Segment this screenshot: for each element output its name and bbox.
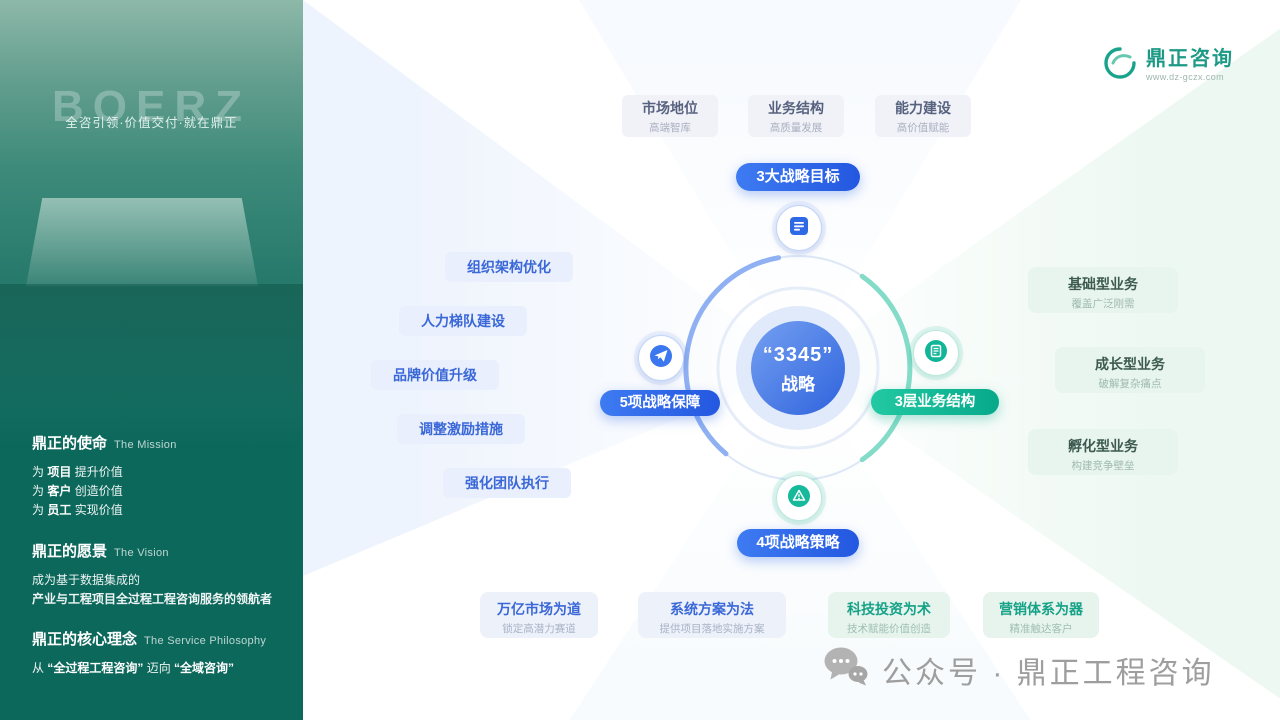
mission-items: 为 项目 提升价值 为 客户 创造价值 为 员工 实现价值 <box>32 463 280 520</box>
vision-title: 鼎正的愿景 The Vision <box>32 540 280 561</box>
strategy-subtitle: 锁定高潜力赛道 <box>502 623 576 635</box>
watermark-text: 公众号 · 鼎正工程咨询 <box>882 656 1215 690</box>
goal-subtitle: 高端智库 <box>649 121 691 134</box>
dam-wall-shape <box>26 198 258 286</box>
goal-subtitle: 高质量发展 <box>769 121 823 134</box>
wechat-icon <box>822 646 868 693</box>
goal-box-3: 能力建设 高价值赋能 <box>875 95 971 137</box>
dam-water-shape <box>0 284 303 414</box>
center-line1: “3345” <box>762 344 834 366</box>
strategy-title: 营销体系为器 <box>999 601 1083 617</box>
mission-item: 为 客户 创造价值 <box>32 484 123 498</box>
strategy-box-2: 系统方案为法 提供项目落地实施方案 <box>638 592 786 638</box>
brand-logo: 鼎正咨询 www.dz-gczx.com <box>1103 46 1234 85</box>
business-subtitle: 破解复杂痛点 <box>1098 378 1162 390</box>
vision-section: 鼎正的愿景 The Vision 成为基于数据集成的 产业与工程项目全过程工程咨询… <box>32 540 280 609</box>
philosophy-section: 鼎正的核心理念 The Service Philosophy 从 “全过程工程咨询… <box>32 628 280 678</box>
pill-strategic-tactics: 4项战略策略 <box>737 529 859 557</box>
mission-title-cn: 鼎正的使命 <box>32 435 108 452</box>
business-title: 孵化型业务 <box>1068 438 1138 454</box>
vision-body: 成为基于数据集成的 产业与工程项目全过程工程咨询服务的领航者 <box>32 571 280 609</box>
safeguard-box-4: 调整激励措施 <box>397 414 525 444</box>
goal-box-1: 市场地位 高端智库 <box>622 95 718 137</box>
mission-section: 鼎正的使命 The Mission 为 项目 提升价值 为 客户 创造价值 为 员… <box>32 432 280 520</box>
goal-title: 市场地位 <box>642 99 698 116</box>
pill-strategic-goals: 3大战略目标 <box>736 163 860 191</box>
philosophy-title-en: The Service Philosophy <box>144 635 267 647</box>
report-icon <box>787 214 811 243</box>
sidebar-tagline: 全咨引领·价值交付·就在鼎正 <box>65 116 238 130</box>
pill-business-structure: 3层业务结构 <box>871 389 999 415</box>
goal-title: 业务结构 <box>768 99 824 116</box>
watermark: 公众号 · 鼎正工程咨询 <box>822 646 1215 693</box>
mission-title-en: The Mission <box>114 439 177 451</box>
strategy-box-1: 万亿市场为道 锁定高潜力赛道 <box>480 592 598 638</box>
pill-strategic-safeguards: 5项战略保障 <box>600 390 720 416</box>
vision-title-cn: 鼎正的愿景 <box>32 543 108 560</box>
business-node <box>913 330 959 376</box>
strategy-subtitle: 技术赋能价值创造 <box>847 623 931 635</box>
philosophy-title-cn: 鼎正的核心理念 <box>32 631 138 648</box>
swirl-logo-icon <box>1103 46 1137 85</box>
tactics-node <box>776 475 822 521</box>
goal-box-2: 业务结构 高质量发展 <box>748 95 844 137</box>
goal-subtitle: 高价值赋能 <box>896 121 950 134</box>
sidebar-logo: BOERZ 全咨引领·价值交付·就在鼎正 <box>0 82 303 132</box>
safeguard-box-3: 品牌价值升级 <box>371 360 499 390</box>
safeguard-box-1: 组织架构优化 <box>445 252 573 282</box>
strategy-box-3: 科技投资为术 技术赋能价值创造 <box>828 592 950 638</box>
brand-name: 鼎正咨询 <box>1146 48 1234 71</box>
philosophy-title: 鼎正的核心理念 The Service Philosophy <box>32 628 280 649</box>
vision-line2: 产业与工程项目全过程工程咨询服务的领航者 <box>32 592 273 606</box>
brand-website: www.dz-gczx.com <box>1146 72 1225 83</box>
vision-title-en: The Vision <box>114 547 169 559</box>
business-box-2: 成长型业务 破解复杂痛点 <box>1055 347 1205 393</box>
clipboard-icon <box>923 338 949 369</box>
strategy-subtitle: 精准触达客户 <box>1009 623 1073 635</box>
center-line2: 战略 <box>781 375 815 394</box>
business-box-3: 孵化型业务 构建竞争壁垒 <box>1028 429 1178 475</box>
business-box-1: 基础型业务 覆盖广泛刚需 <box>1028 267 1178 313</box>
send-icon <box>648 343 674 374</box>
business-subtitle: 覆盖广泛刚需 <box>1071 298 1135 310</box>
sidebar: BOERZ 全咨引领·价值交付·就在鼎正 鼎正的使命 The Mission 为 … <box>0 0 303 720</box>
dam-photo <box>0 0 303 445</box>
safeguard-box-5: 强化团队执行 <box>443 468 571 498</box>
sidebar-logo-letters: BOERZ <box>52 82 251 131</box>
mission-title: 鼎正的使命 The Mission <box>32 432 280 453</box>
philosophy-body: 从 “全过程工程咨询” 迈向 “全域咨询” <box>32 661 235 675</box>
safeguard-box-2: 人力梯队建设 <box>399 306 527 336</box>
strategy-rings <box>683 255 913 481</box>
strategy-title: 系统方案为法 <box>670 601 754 617</box>
goal-title: 能力建设 <box>895 99 951 116</box>
goals-node <box>776 205 822 251</box>
business-title: 基础型业务 <box>1068 276 1138 292</box>
alert-icon <box>786 483 812 514</box>
business-title: 成长型业务 <box>1095 356 1165 372</box>
strategy-subtitle: 提供项目落地实施方案 <box>659 623 765 635</box>
center-strategy-label: “3345” 战略 <box>738 344 858 395</box>
vision-line1: 成为基于数据集成的 <box>32 573 141 587</box>
business-subtitle: 构建竞争壁垒 <box>1071 460 1135 472</box>
mission-item: 为 员工 实现价值 <box>32 503 123 517</box>
mission-item: 为 项目 提升价值 <box>32 465 123 479</box>
strategy-box-4: 营销体系为器 精准触达客户 <box>983 592 1099 638</box>
safeguards-node <box>638 335 684 381</box>
strategy-title: 科技投资为术 <box>847 601 931 617</box>
strategy-title: 万亿市场为道 <box>497 601 581 617</box>
